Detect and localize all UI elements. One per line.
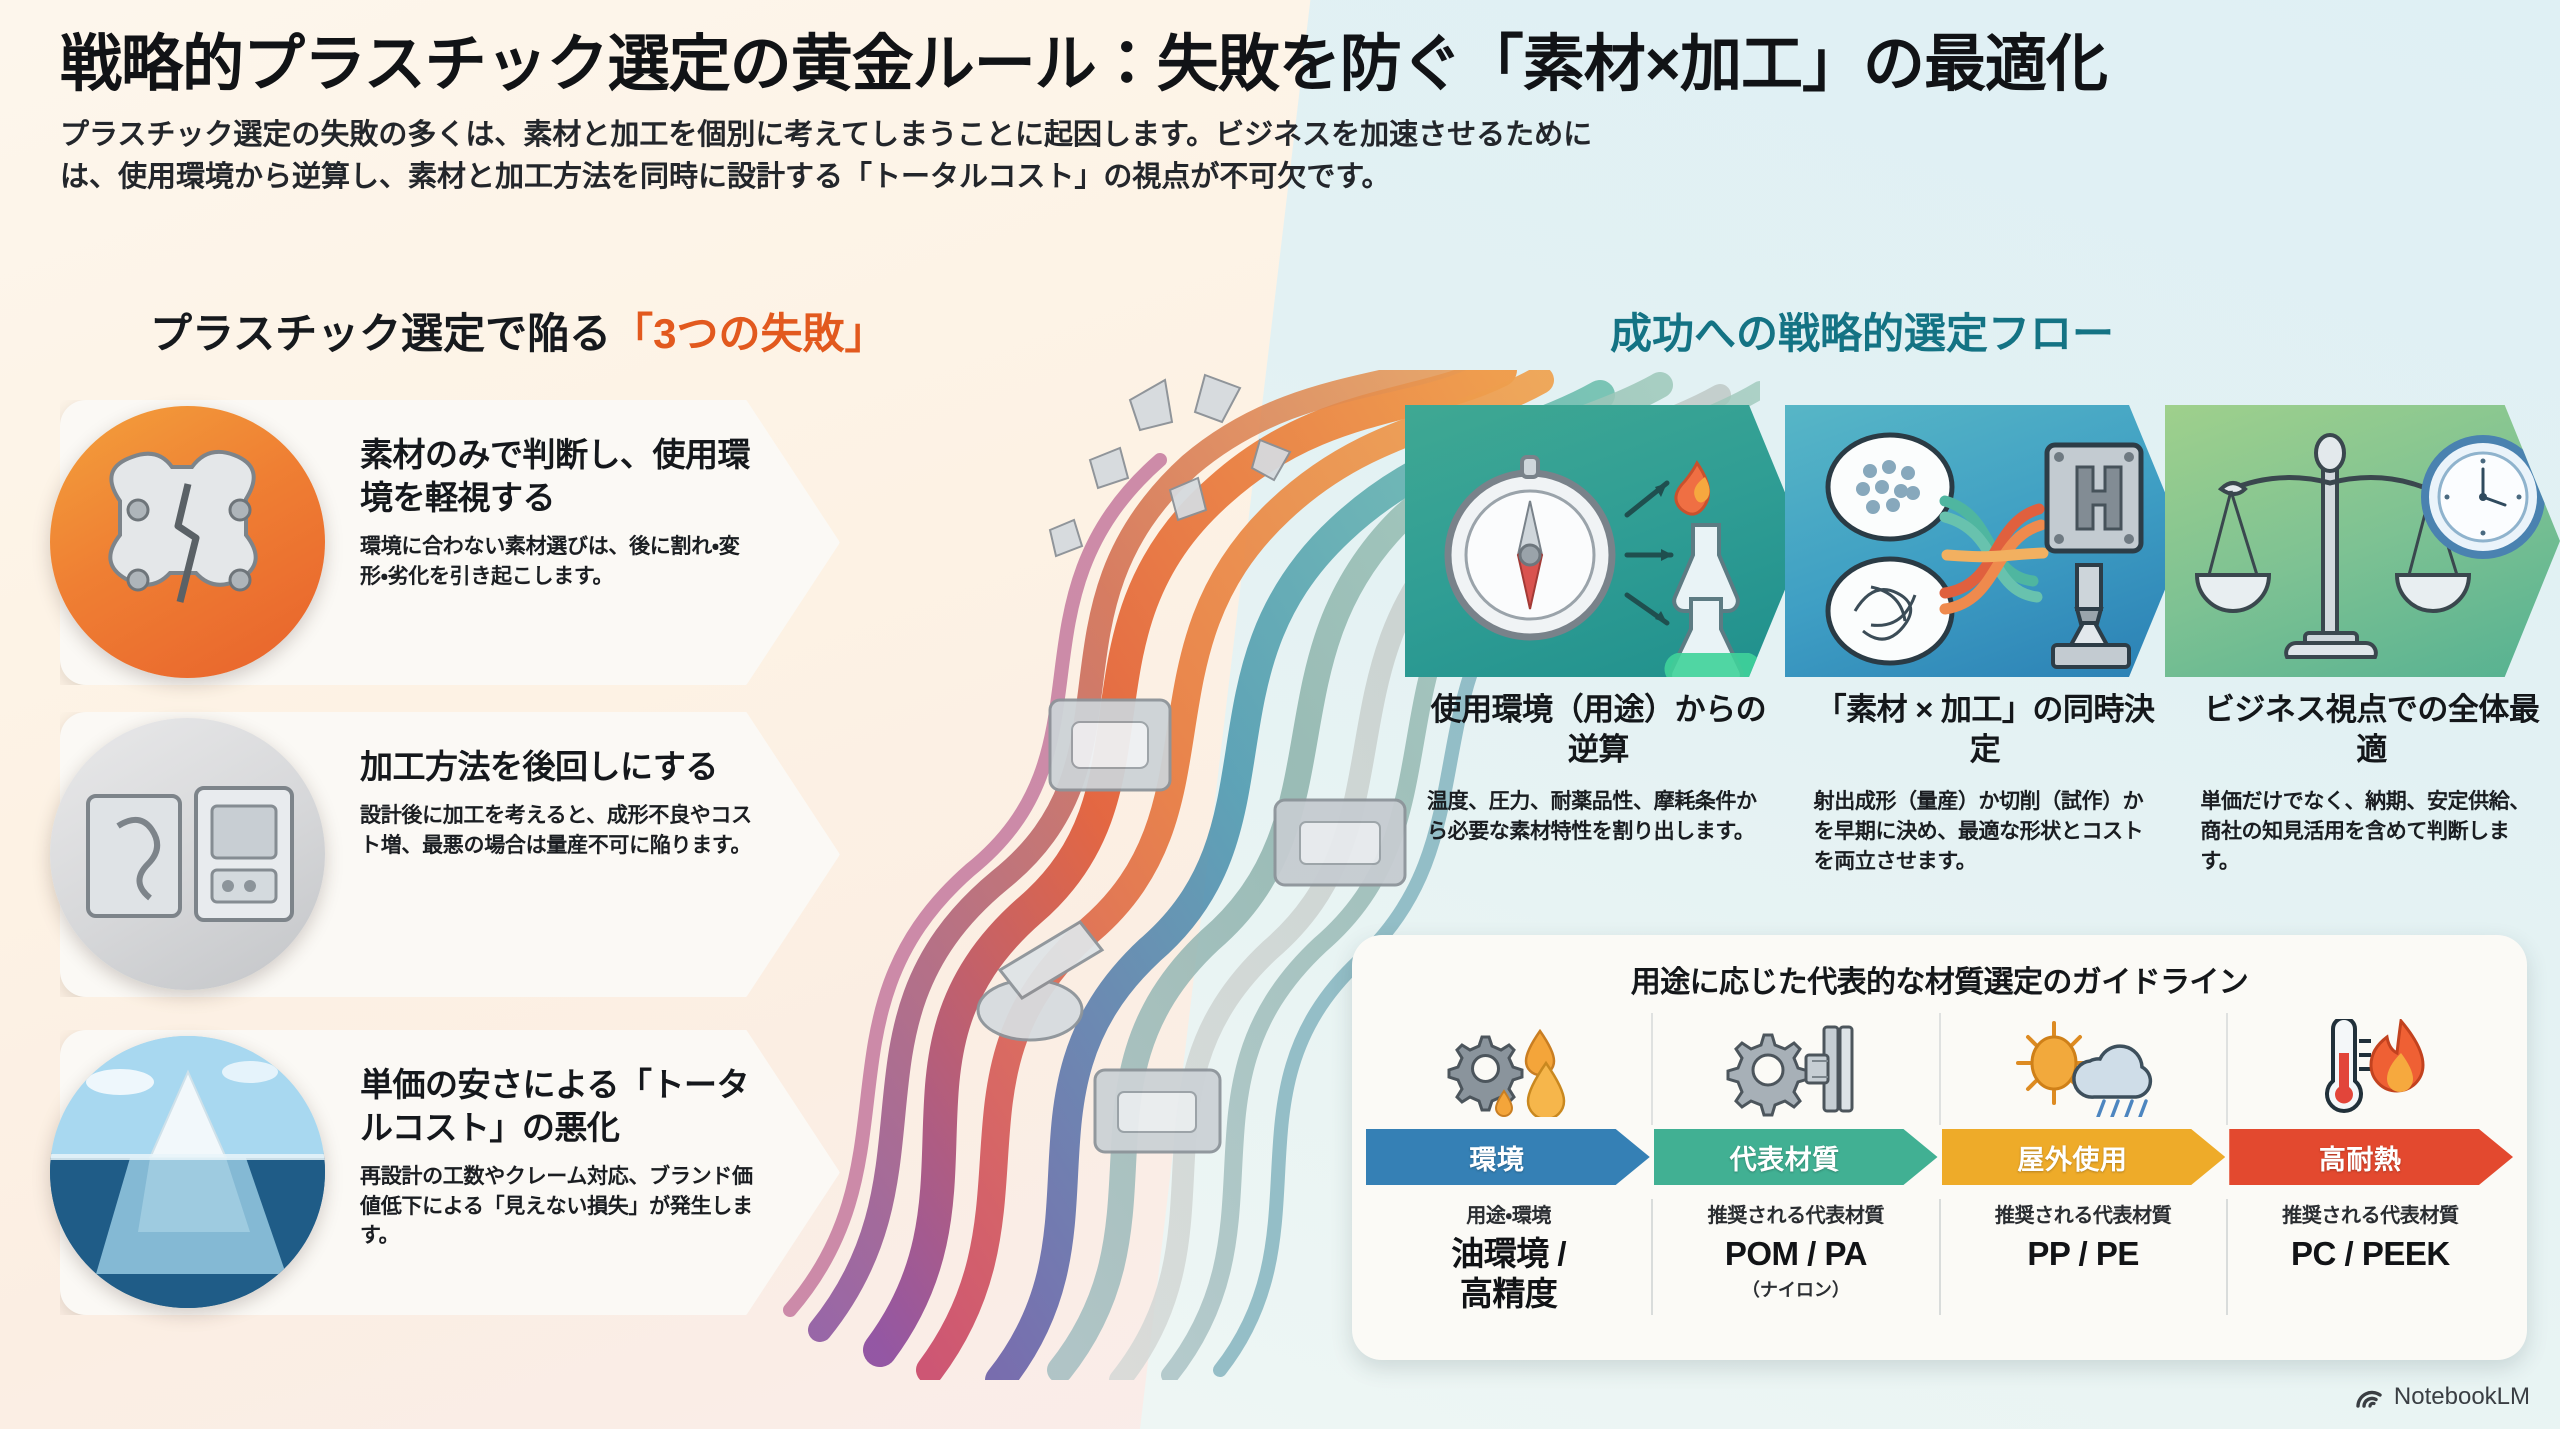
guideline-cell-1-note: （ナイロン） bbox=[1741, 1279, 1850, 1300]
section-heading-flow: 成功への戦略的選定フロー bbox=[1610, 310, 2115, 357]
guideline-bar-0-label: 環境 bbox=[1469, 1144, 1525, 1175]
notebooklm-logo-icon bbox=[2356, 1390, 2382, 1408]
guideline-bar-2[interactable]: 屋外使用 bbox=[1941, 1129, 2226, 1185]
guideline-cell-0: 用途・環境 油環境 / 高精度 bbox=[1366, 1199, 1654, 1316]
mold-machine-icon bbox=[50, 718, 325, 990]
page-title: 戦略的プラスチック選定の黄金ルール：失敗を防ぐ「素材×加工」の最適化 bbox=[60, 30, 2108, 99]
failure-card-3-body: 再設計の工数やクレーム対応、ブランド価値低下による「見えない損失」が発生します。 bbox=[360, 1164, 753, 1248]
compass-flask-icon bbox=[1444, 455, 1762, 677]
guideline-cell-3: 推奨される代表材質 PC / PEEK bbox=[2228, 1199, 2513, 1315]
guideline-cell-2: 推奨される代表材質 PP / PE bbox=[1941, 1199, 2228, 1316]
guideline-cell-1-value: POM / PA bbox=[1724, 1235, 1868, 1272]
cracked-part-icon bbox=[50, 406, 325, 678]
failure-card-2-title: 加工方法を後回しにする bbox=[360, 748, 718, 785]
gear-oil-drop-icon bbox=[1366, 1013, 1654, 1125]
guideline-cell-1-label: 推奨される代表材質 bbox=[1707, 1205, 1885, 1227]
guideline-cell-2-label: 推奨される代表材質 bbox=[1994, 1205, 2172, 1227]
guideline-cell-0-value: 油環境 / 高精度 bbox=[1451, 1235, 1567, 1312]
flow-caption-2-body: 射出成形（量産）か切削（試作）かを早期に決め、最適な形状とコストを両立させます。 bbox=[1813, 789, 2144, 874]
failure-card-1-title: 素材のみで判断し、使用環境を軽視する bbox=[360, 436, 751, 516]
failure-card-1[interactable]: 素材のみで判断し、使用環境を軽視する 環境に合わない素材選びは、後に割れ・変形・… bbox=[50, 400, 840, 685]
guideline-bar-1[interactable]: 代表材質 bbox=[1653, 1129, 1938, 1185]
watermark: NotebookLM bbox=[2354, 1383, 2530, 1411]
guideline-icon-row bbox=[1352, 1013, 2527, 1125]
flow-caption-3-body: 単価だけでなく、納期、安定供給、商社の知見活用を含めて判断します。 bbox=[2200, 789, 2530, 874]
guideline-cell-1: 推奨される代表材質 POM / PA （ナイロン） bbox=[1653, 1199, 1941, 1316]
guideline-bar-row: 環境 代表材質 屋外使用 高耐熱 bbox=[1352, 1129, 2527, 1185]
section-heading-failures: プラスチック選定で陥る「3つの失敗」 bbox=[150, 300, 887, 361]
guideline-cell-3-label: 推奨される代表材質 bbox=[2282, 1205, 2459, 1227]
flow-captions: 使用環境（用途）からの逆算 温度、圧力、耐薬品性、摩耗条件から必要な素材特性を割… bbox=[1405, 690, 2560, 877]
flow-caption-3-title: ビジネス視点での全体最適 bbox=[2203, 692, 2540, 768]
failure-card-2-body: 設計後に加工を考えると、成形不良やコスト増、最悪の場合は量産不可に陥ります。 bbox=[360, 803, 752, 857]
failure-card-3-title: 単価の安さによる「トータルコスト」の悪化 bbox=[360, 1066, 750, 1146]
flow-chevron-row bbox=[1405, 405, 2560, 695]
guideline-cell-2-value: PP / PE bbox=[2027, 1235, 2139, 1272]
gear-precision-icon bbox=[1653, 1013, 1941, 1125]
failure-card-1-text: 素材のみで判断し、使用環境を軽視する 環境に合わない素材選びは、後に割れ・変形・… bbox=[360, 434, 760, 591]
flow-caption-1-title: 使用環境（用途）からの逆算 bbox=[1430, 692, 1767, 768]
guideline-bar-2-label: 屋外使用 bbox=[2017, 1144, 2128, 1175]
watermark-label: NotebookLM bbox=[2393, 1383, 2530, 1410]
flow-caption-1-body: 温度、圧力、耐薬品性、摩耗条件から必要な素材特性を割り出します。 bbox=[1427, 789, 1757, 843]
flow-step-3-chevron[interactable] bbox=[2165, 405, 2560, 677]
mold-cutting-icon bbox=[1825, 432, 2144, 669]
guideline-cell-0-label: 用途・環境 bbox=[1466, 1205, 1552, 1227]
guideline-bar-3[interactable]: 高耐熱 bbox=[2229, 1129, 2513, 1185]
failure-card-2-text: 加工方法を後回しにする 設計後に加工を考えると、成形不良やコスト増、最悪の場合は… bbox=[360, 746, 760, 861]
guideline-bar-0[interactable]: 環境 bbox=[1366, 1129, 1650, 1185]
iceberg-icon bbox=[50, 1036, 325, 1308]
balance-clock-icon bbox=[2194, 433, 2545, 659]
failure-card-3-text: 単価の安さによる「トータルコスト」の悪化 再設計の工数やクレーム対応、ブランド価… bbox=[360, 1064, 760, 1251]
guideline-cell-3-value: PC / PEEK bbox=[2291, 1235, 2450, 1272]
flow-step-1-chevron[interactable] bbox=[1405, 405, 1805, 677]
guideline-bar-1-label: 代表材質 bbox=[1729, 1144, 1840, 1175]
flow-step-2-chevron[interactable] bbox=[1785, 405, 2185, 677]
failure-card-2[interactable]: 加工方法を後回しにする 設計後に加工を考えると、成形不良やコスト増、最悪の場合は… bbox=[50, 712, 840, 997]
thermometer-flame-icon bbox=[2228, 1013, 2513, 1125]
flow-caption-2-title: 「素材 × 加工」の同時決定 bbox=[1815, 692, 2155, 768]
header: 戦略的プラスチック選定の黄金ルール：失敗を防ぐ「素材×加工」の最適化 プラスチッ… bbox=[60, 30, 2520, 198]
page-subtitle: プラスチック選定の失敗の多くは、素材と加工を個別に考えてしまうことに起因します。… bbox=[60, 119, 1593, 193]
guideline-bar-3-label: 高耐熱 bbox=[2318, 1144, 2402, 1175]
section-heading-failures-accent: 「3つの失敗」 bbox=[611, 310, 887, 357]
sun-rain-icon bbox=[1941, 1013, 2228, 1125]
flow-caption-2: 「素材 × 加工」の同時決定 射出成形（量産）か切削（試作）かを早期に決め、最適… bbox=[1792, 690, 2179, 877]
material-guideline-panel: 用途に応じた代表的な材質選定のガイドライン bbox=[1352, 935, 2527, 1360]
flow-caption-1: 使用環境（用途）からの逆算 温度、圧力、耐薬品性、摩耗条件から必要な素材特性を割… bbox=[1405, 690, 1792, 877]
flow-caption-3: ビジネス視点での全体最適 単価だけでなく、納期、安定供給、商社の知見活用を含めて… bbox=[2178, 690, 2560, 877]
failure-card-1-body: 環境に合わない素材選びは、後に割れ・変形・劣化を引き起こします。 bbox=[360, 534, 740, 588]
section-heading-failures-plain: プラスチック選定で陥る bbox=[150, 310, 612, 357]
failure-card-3[interactable]: 単価の安さによる「トータルコスト」の悪化 再設計の工数やクレーム対応、ブランド価… bbox=[50, 1030, 840, 1315]
guideline-cell-row: 用途・環境 油環境 / 高精度 推奨される代表材質 POM / PA （ナイロン… bbox=[1352, 1199, 2527, 1316]
guideline-title: 用途に応じた代表的な材質選定のガイドライン bbox=[1630, 966, 2249, 999]
